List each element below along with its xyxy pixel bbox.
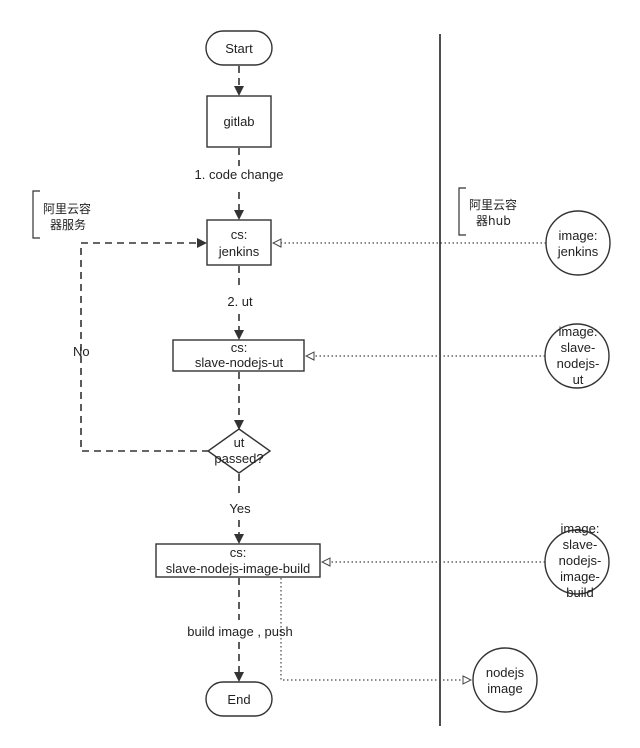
nodejs-image-circle: nodejs image	[472, 647, 538, 713]
image-ut-label-2: slave-	[561, 340, 596, 355]
ut-node: cs: slave-nodejs-ut	[172, 339, 305, 372]
build-label-1: cs:	[230, 545, 247, 560]
ut-label-2: slave-nodejs-ut	[195, 355, 284, 370]
note-aliyun-service-line-2: 器服务	[50, 217, 86, 232]
note-aliyun-hub-line-1: 阿里云容	[469, 197, 517, 212]
image-ut-label-3: nodejs-	[557, 356, 600, 371]
build-label-2: slave-nodejs-image-build	[166, 561, 311, 576]
jenkins-label-1: cs:	[231, 227, 248, 242]
decision-label-1: ut	[234, 435, 245, 450]
start-label: Start	[225, 41, 253, 56]
note-aliyun-hub: 阿里云容 器hub	[458, 187, 517, 236]
gitlab-node: gitlab	[206, 95, 272, 148]
image-build-label-1: image:	[560, 521, 599, 536]
note-aliyun-hub-line-2: 器hub	[476, 214, 511, 228]
image-build-label-5: build	[566, 585, 593, 600]
decision-node: ut passed?	[206, 428, 272, 474]
jenkins-node: cs: jenkins	[206, 219, 272, 266]
image-build-label-4: image-	[560, 569, 600, 584]
start-node: Start	[205, 30, 273, 66]
gitlab-label: gitlab	[223, 114, 254, 129]
image-jenkins-circle: image: jenkins	[545, 210, 611, 276]
note-aliyun-service-line-1: 阿里云容	[43, 201, 91, 216]
edge-label-build-push: build image , push	[187, 624, 293, 639]
edge-label-no: No	[73, 344, 90, 359]
nodejs-image-label-2: image	[487, 681, 522, 696]
edge-label-ut: 2. ut	[227, 294, 253, 309]
image-jenkins-label-2: jenkins	[557, 244, 599, 259]
note-aliyun-service: 阿里云容 器服务	[32, 190, 91, 239]
image-ut-label-1: image:	[558, 324, 597, 339]
image-jenkins-label-1: image:	[558, 228, 597, 243]
edge-label-yes: Yes	[229, 501, 251, 516]
image-ut-circle: image: slave- nodejs- ut	[544, 323, 610, 389]
image-build-circle: image: slave- nodejs- image- build	[544, 521, 610, 600]
edge-no-loop	[80, 238, 209, 452]
image-build-label-3: nodejs-	[559, 553, 602, 568]
edge-build-push	[280, 578, 471, 680]
build-node: cs: slave-nodejs-image-build	[155, 543, 321, 578]
end-node: End	[205, 681, 273, 717]
ut-label-1: cs:	[231, 340, 248, 355]
end-label: End	[227, 692, 250, 707]
jenkins-label-2: jenkins	[218, 244, 260, 259]
decision-label-2: passed?	[214, 451, 263, 466]
image-build-label-2: slave-	[563, 537, 598, 552]
image-ut-label-4: ut	[573, 372, 584, 387]
edge-label-code-change: 1. code change	[195, 167, 284, 182]
nodejs-image-label-1: nodejs	[486, 665, 525, 680]
